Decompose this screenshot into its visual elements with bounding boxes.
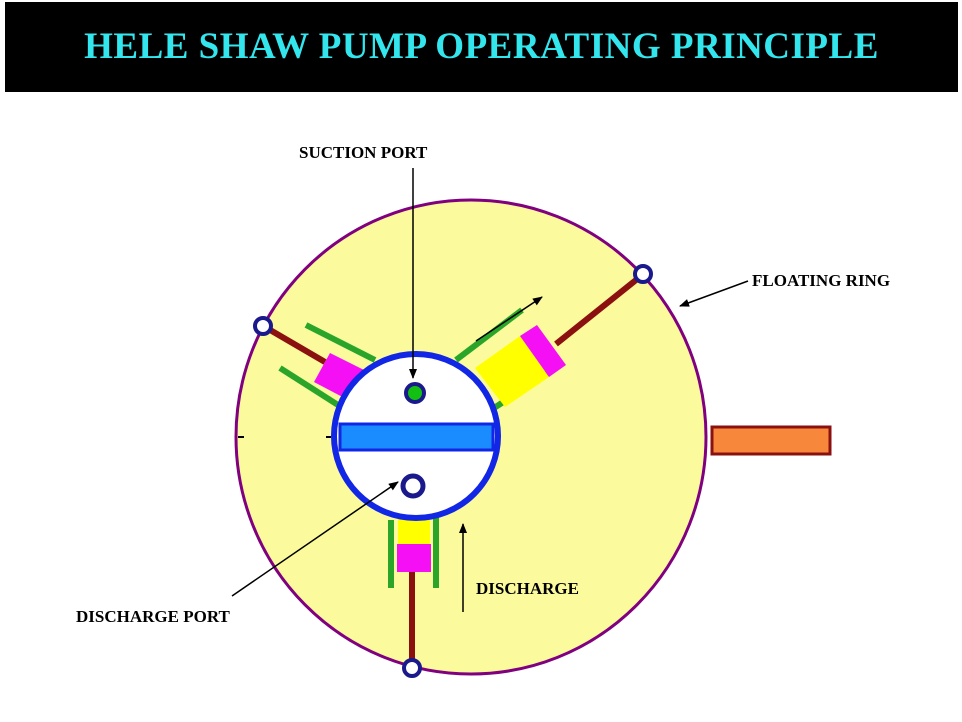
discharge-port-arrow	[231, 481, 399, 597]
cylinder-chamber	[475, 336, 549, 407]
suction-port-label: SUCTION PORT	[299, 143, 428, 162]
hub-slot	[338, 422, 495, 452]
ring-handle	[710, 425, 832, 456]
connecting-rod	[554, 273, 643, 347]
piston	[397, 544, 431, 572]
piston	[520, 325, 566, 377]
discharge-port-label: DISCHARGE PORT	[76, 607, 230, 626]
connecting-rod	[263, 324, 327, 365]
title-bar: HELE SHAW PUMP OPERATING PRINCIPLE	[5, 2, 958, 92]
floating-ring-arrow	[679, 280, 749, 307]
cylinder-wall	[278, 365, 340, 408]
central-hub	[331, 351, 501, 521]
rotation-arrow	[475, 296, 543, 342]
page-title: HELE SHAW PUMP OPERATING PRINCIPLE	[84, 26, 879, 67]
cylinder-chamber	[398, 518, 430, 544]
discharge-label: DISCHARGE	[476, 579, 579, 598]
pivot-pin	[402, 658, 422, 678]
cylinder-bottom	[388, 515, 439, 678]
floating-ring-label: FLOATING RING	[752, 271, 890, 290]
discharge-port-hole	[400, 473, 426, 499]
cylinder-wall	[304, 322, 377, 363]
pivot-pin	[633, 264, 653, 284]
suction-port-hole	[404, 382, 426, 404]
pivot-pin	[253, 316, 273, 336]
